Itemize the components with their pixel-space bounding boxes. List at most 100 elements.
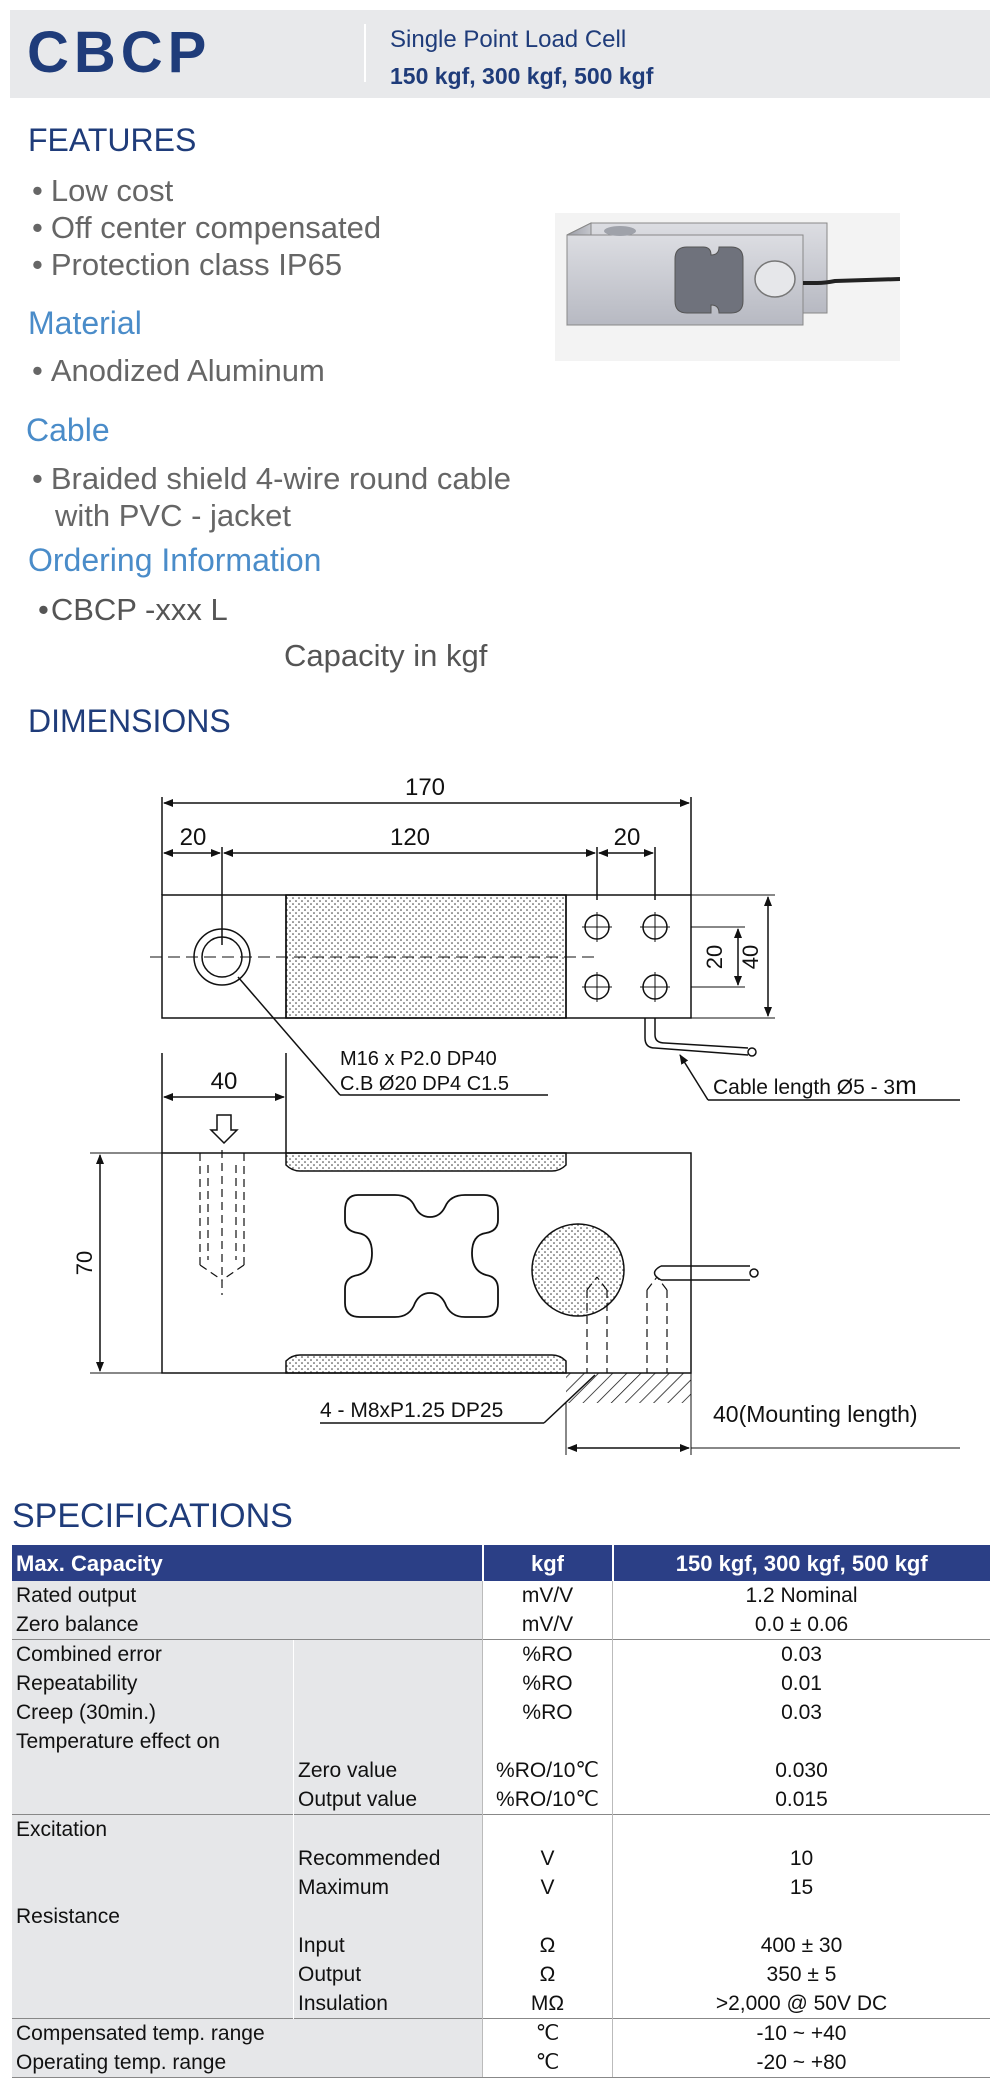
dim-40-top: 40 [211,1068,238,1095]
feature-item: •Protection class IP65 [32,247,343,282]
table-row: Repeatability %RO 0.01 [12,1669,990,1698]
title-banner: CBCP Single Point Load Cell 150 kgf, 300… [10,10,990,98]
row-value: 350 ± 5 [612,1960,990,1989]
row-unit: ℃ [482,2048,613,2078]
row-unit: mV/V [482,1581,613,1610]
cable-length-unit: m [895,1070,917,1100]
row-value: -20 ~ +80 [612,2048,990,2078]
row-sublabel [293,1669,483,1698]
material-heading: Material [28,305,142,341]
ordering-code-text: CBCP -xxx L [50,592,228,627]
ordering-code: •CBCP -xxx L [38,592,228,627]
row-sublabel [293,1698,483,1727]
table-row: Creep (30min.) %RO 0.03 [12,1698,990,1727]
row-label [12,1989,294,2019]
material-text: Anodized Aluminum [50,353,325,388]
row-value: 400 ± 30 [612,1931,990,1960]
row-unit: MΩ [482,1989,613,2019]
row-unit: %RO [482,1669,613,1698]
row-unit [482,1814,613,1844]
row-value: 0.030 [612,1756,990,1785]
feature-item: •Off center compensated [32,210,382,245]
table-row: Input Ω 400 ± 30 [12,1931,990,1960]
table-row: Output Ω 350 ± 5 [12,1960,990,1989]
cable-heading: Cable [26,412,110,448]
row-label: Creep (30min.) [12,1698,294,1727]
model-name: CBCP [27,20,212,85]
table-row: Zero value %RO/10℃ 0.030 [12,1756,990,1785]
row-sublabel: Insulation [293,1989,483,2019]
features-heading: FEATURES [28,122,197,158]
dim-20-vertical: 20 [702,945,727,969]
table-row: Operating temp. range ℃ -20 ~ +80 [12,2048,990,2078]
row-unit: ℃ [482,2018,613,2048]
product-photo [555,213,901,361]
cable-item: •Braided shield 4-wire round cable [32,461,511,496]
row-sublabel: Output value [293,1785,483,1815]
row-label [12,1873,294,1902]
dim-20-left: 20 [180,824,207,851]
cable-length-text: Cable length Ø5 - 3 [713,1076,895,1099]
row-label: Excitation [12,1814,294,1844]
row-value: 0.03 [612,1698,990,1727]
mount-length: 40(Mounting length) [713,1401,918,1427]
row-unit: %RO/10℃ [482,1756,613,1785]
specifications-table: Max. Capacity kgf 150 kgf, 300 kgf, 500 … [12,1545,990,2078]
row-sublabel: Zero value [293,1756,483,1785]
row-value: 0.015 [612,1785,990,1815]
row-value [612,1727,990,1756]
row-label [12,1931,294,1960]
header-divider [364,24,366,82]
ordering-capacity-note: Capacity in kgf [284,638,488,673]
specifications-heading: SPECIFICATIONS [12,1497,293,1535]
row-value: 0.01 [612,1669,990,1698]
table-row: Zero balance mV/V 0.0 ± 0.06 [12,1610,990,1640]
table-row: Rated output mV/V 1.2 Nominal [12,1581,990,1610]
dim-20-right: 20 [614,824,641,851]
cable-text-line-1: Braided shield 4-wire round cable [50,461,511,496]
header-max-capacity: Max. Capacity [12,1545,484,1581]
row-value: 0.03 [612,1639,990,1669]
table-row: Resistance [12,1902,990,1931]
row-label: Combined error [12,1639,294,1669]
row-label [12,1960,294,1989]
capacity-list: 150 kgf, 300 kgf, 500 kgf [390,63,654,89]
row-label [12,1756,294,1785]
ordering-heading: Ordering Information [28,542,322,578]
row-sublabel [293,1814,483,1844]
row-unit: %RO [482,1698,613,1727]
row-unit: %RO [482,1639,613,1669]
row-label: Zero balance [12,1610,483,1640]
header-unit: kgf [482,1545,614,1581]
row-unit: V [482,1873,613,1902]
row-sublabel [293,1902,483,1931]
cable-length-note: Cable length Ø5 - 3m [713,1070,917,1100]
row-unit: V [482,1844,613,1873]
dim-40-vertical: 40 [738,945,763,969]
row-unit: %RO/10℃ [482,1785,613,1815]
row-value: 0.0 ± 0.06 [612,1610,990,1640]
row-label: Compensated temp. range [12,2018,483,2048]
row-sublabel: Output [293,1960,483,1989]
row-unit: Ω [482,1931,613,1960]
row-unit: Ω [482,1960,613,1989]
feature-text: Off center compensated [50,210,382,245]
table-row: Temperature effect on [12,1727,990,1756]
row-unit [482,1902,613,1931]
mount-note: 4 - M8xP1.25 DP25 [320,1399,503,1422]
dim-70: 70 [72,1251,97,1275]
thread-note-2: C.B Ø20 DP4 C1.5 [340,1073,509,1095]
table-row: Excitation [12,1814,990,1844]
row-value [612,1814,990,1844]
row-value: 10 [612,1844,990,1873]
dim-120: 120 [390,824,430,851]
feature-item: •Low cost [32,173,174,208]
table-row: Combined error %RO 0.03 [12,1639,990,1669]
dim-170: 170 [405,774,445,801]
product-subtitle: Single Point Load Cell [390,26,627,53]
row-sublabel: Input [293,1931,483,1960]
cable-text-line-2: with PVC - jacket [55,498,292,533]
feature-text: Protection class IP65 [50,247,343,282]
row-label: Resistance [12,1902,294,1931]
material-item: •Anodized Aluminum [32,353,325,388]
